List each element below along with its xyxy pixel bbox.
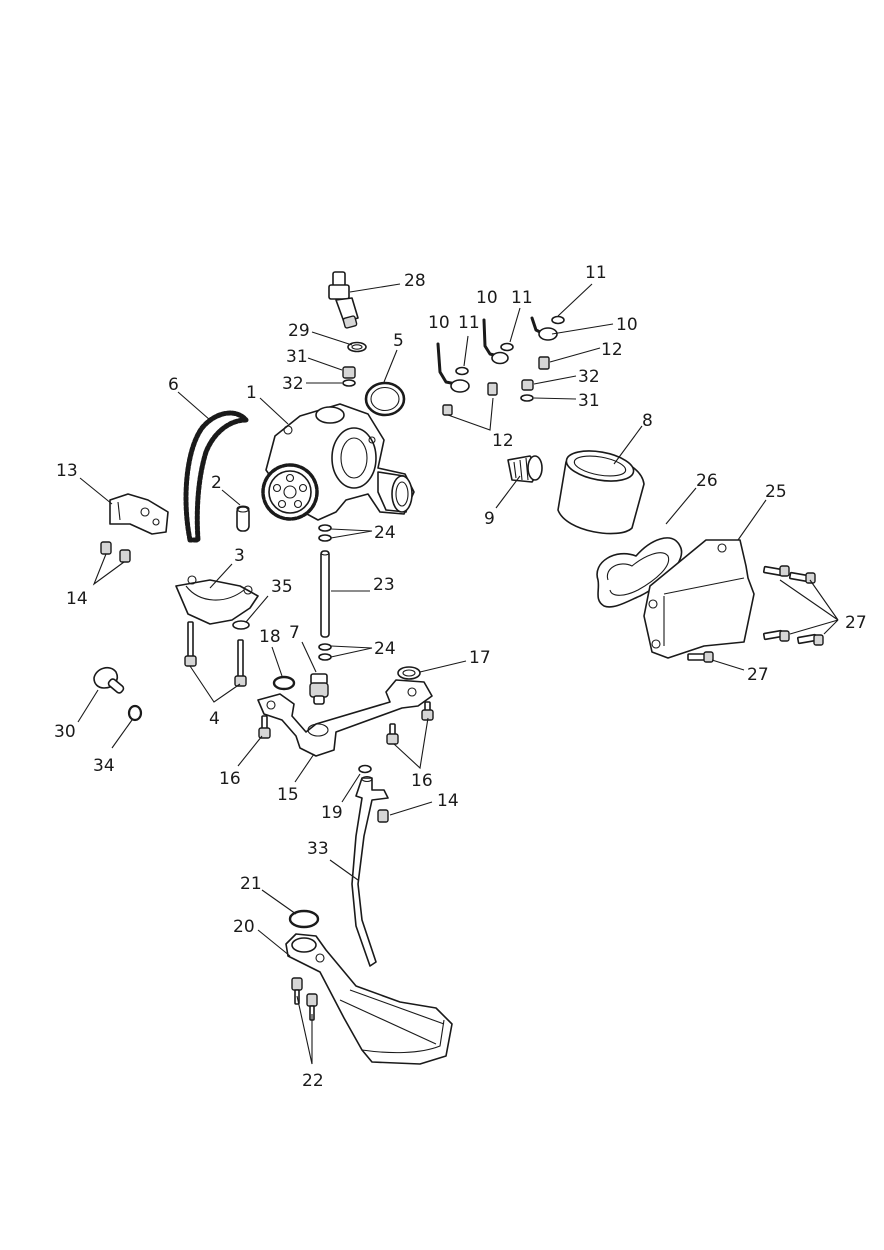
part-25-oil-cooler: [643, 539, 755, 659]
part-3-baffle: [175, 575, 259, 625]
part-17-gasket: [397, 666, 421, 680]
callout-17: 17: [469, 648, 491, 668]
part-13-bracket: [109, 493, 169, 535]
callout-15: 15: [277, 785, 299, 805]
callout-19: 19: [321, 803, 343, 823]
part-11-washer-b: [500, 342, 514, 352]
part-4-bolts: [184, 621, 247, 687]
callout-12-b: 12: [492, 431, 514, 451]
callout-13: 13: [56, 461, 78, 481]
callout-27-b: 27: [747, 665, 769, 685]
part-1-oil-pump: [265, 403, 415, 521]
part-11-washer-a: [455, 366, 469, 376]
part-29-washer: [347, 341, 367, 353]
part-31-plug-a: [342, 366, 356, 379]
callout-33: 33: [307, 839, 329, 859]
callout-31-a: 31: [286, 347, 308, 367]
part-32-washer-a: [342, 379, 356, 387]
part-34-o-ring: [127, 704, 143, 722]
callout-21: 21: [240, 874, 262, 894]
part-32-washer-b: [521, 379, 534, 391]
part-15-oil-pipe: [257, 679, 433, 757]
callout-30: 30: [54, 722, 76, 742]
callout-11-a: 11: [585, 263, 607, 283]
part-19-o-ring: [358, 764, 372, 774]
part-12-bolt-c: [538, 356, 550, 370]
part-23-oil-tube: [320, 550, 330, 638]
callout-labels: 28 29 31 32 5 6 1 11 10 11 10 11 10 12 3…: [54, 263, 867, 1091]
callout-27-a: 27: [845, 613, 867, 633]
callout-3: 3: [234, 546, 245, 566]
part-7-valve: [309, 673, 329, 705]
pump-sprocket: [261, 463, 319, 521]
part-20-strainer: [285, 933, 453, 1065]
callout-35: 35: [271, 577, 293, 597]
part-8-oil-filter: [557, 450, 645, 535]
part-35-o-ring: [232, 620, 250, 630]
part-22-bolts: [291, 977, 318, 1021]
part-9-adapter: [507, 455, 543, 483]
part-18-o-ring: [272, 675, 296, 691]
part-24-o-rings-b: [318, 643, 332, 661]
part-11-washer-c: [551, 315, 565, 325]
part-14-screws-a: [100, 541, 131, 563]
callout-2: 2: [211, 473, 222, 493]
callout-14-b: 14: [437, 791, 459, 811]
callout-11-c: 11: [458, 313, 480, 333]
callout-11-b: 11: [511, 288, 533, 308]
part-31-plug-b: [520, 394, 534, 402]
part-28-pressure-switch: [328, 271, 359, 329]
callout-9: 9: [484, 509, 495, 529]
callout-34: 34: [93, 756, 115, 776]
part-33-dipstick-tube: [351, 775, 389, 967]
callout-20: 20: [233, 917, 255, 937]
part-27-bolts: [687, 565, 824, 663]
callout-24-b: 24: [374, 639, 396, 659]
callout-5: 5: [393, 331, 404, 351]
callout-8: 8: [642, 411, 653, 431]
callout-22: 22: [302, 1071, 324, 1091]
part-14-screw-b: [377, 809, 389, 823]
part-2-dowel: [236, 505, 250, 532]
callout-28: 28: [404, 271, 426, 291]
callout-16-b: 16: [411, 771, 433, 791]
callout-31-b: 31: [578, 391, 600, 411]
part-6-drive-chain: [183, 410, 249, 543]
part-10-jet-a: [436, 342, 470, 393]
callout-18: 18: [259, 627, 281, 647]
callout-1: 1: [246, 383, 257, 403]
callout-32-a: 32: [282, 374, 304, 394]
callout-4: 4: [209, 709, 220, 729]
callout-23: 23: [373, 575, 395, 595]
part-10-jet-c: [530, 316, 558, 341]
callout-7: 7: [289, 623, 300, 643]
callout-16-a: 16: [219, 769, 241, 789]
callout-14-a: 14: [66, 589, 88, 609]
leader-lines: [77, 283, 839, 1065]
part-5-o-ring: [364, 381, 406, 417]
part-21-o-ring: [288, 909, 320, 929]
callout-10-c: 10: [428, 313, 450, 333]
callout-32-b: 32: [578, 367, 600, 387]
callout-12-a: 12: [601, 340, 623, 360]
callout-29: 29: [288, 321, 310, 341]
callout-6: 6: [168, 375, 179, 395]
part-30-dipstick: [93, 666, 125, 694]
part-10-jet-b: [482, 318, 509, 365]
callout-10-a: 10: [616, 315, 638, 335]
callout-24-a: 24: [374, 523, 396, 543]
callout-10-b: 10: [476, 288, 498, 308]
callout-25: 25: [765, 482, 787, 502]
callout-26: 26: [696, 471, 718, 491]
part-12-bolt-b: [487, 382, 498, 396]
part-12-bolt-a: [442, 404, 453, 416]
part-24-o-rings-a: [318, 524, 332, 542]
